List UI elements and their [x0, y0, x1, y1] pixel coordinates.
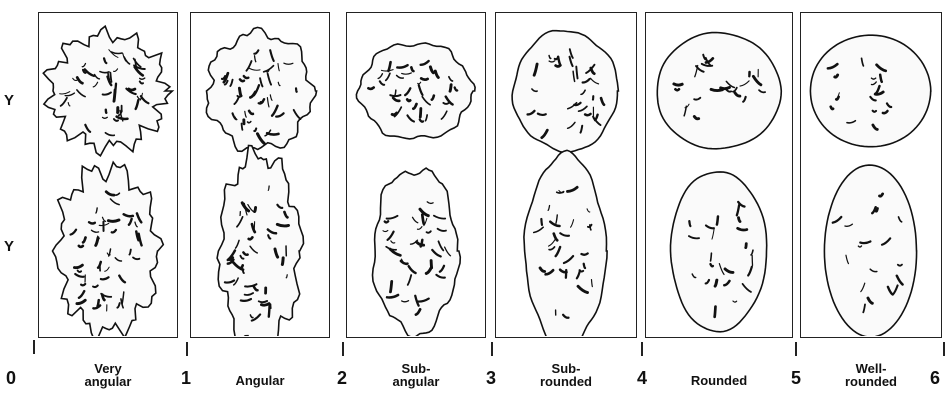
grain-texture-mark [368, 87, 373, 88]
grain-texture-mark [880, 75, 882, 82]
grain-texture-mark [898, 265, 902, 266]
class-label-0: Very angular [58, 362, 158, 388]
grain-texture-mark [689, 221, 690, 226]
grain-texture-mark [585, 114, 590, 115]
grain-texture-mark [282, 258, 283, 265]
grain-texture-mark [739, 218, 740, 222]
grain-texture-mark [81, 284, 85, 285]
grain-texture-mark [392, 113, 396, 115]
grain-drawings [191, 13, 328, 336]
grain-texture-mark [390, 281, 391, 291]
row-label-top: Y [4, 92, 14, 109]
grain-outline-bot [53, 162, 164, 336]
grain-texture-mark [277, 224, 288, 226]
grain-texture-mark [422, 215, 423, 224]
grain-texture-mark [450, 85, 451, 91]
scale-number-4: 4 [637, 368, 647, 389]
grain-texture-mark [296, 88, 297, 91]
grain-texture-mark [98, 300, 99, 306]
grain-texture-mark [242, 124, 243, 130]
grain-texture-mark [443, 103, 448, 104]
grain-texture-mark [541, 219, 542, 225]
grain-texture-mark [721, 87, 730, 88]
scale-number-5: 5 [791, 368, 801, 389]
grain-texture-mark [711, 89, 722, 90]
grain-drawings [801, 13, 940, 336]
grain-texture-mark [79, 246, 83, 247]
grain-texture-mark [240, 79, 244, 81]
grain-texture-mark [873, 111, 876, 112]
scale-tick-0 [33, 340, 35, 354]
grain-texture-mark [584, 264, 585, 268]
grain-texture-mark [268, 186, 269, 190]
grain-outline-bot [524, 150, 607, 336]
grain-texture-mark [249, 237, 253, 239]
scale-tick-4 [641, 342, 643, 356]
grain-texture-mark [106, 110, 107, 113]
grain-panel-5 [800, 12, 942, 338]
grain-texture-mark [556, 65, 561, 66]
grain-texture-mark [395, 90, 396, 95]
grain-outline-top [512, 31, 618, 153]
grain-outline-bot [217, 146, 303, 337]
grain-outline-top [43, 26, 172, 156]
scale-number-3: 3 [486, 368, 496, 389]
grain-texture-mark [421, 240, 423, 247]
grain-texture-mark [269, 305, 270, 317]
grain-texture-mark [115, 84, 116, 94]
grain-texture-mark [711, 253, 712, 261]
grain-texture-mark [538, 114, 546, 115]
scale-number-2: 2 [337, 368, 347, 389]
scale-number-6: 6 [930, 368, 940, 389]
grain-texture-mark [407, 100, 410, 101]
grain-texture-mark [261, 304, 269, 306]
grain-outline-top [206, 27, 316, 151]
grain-texture-mark [581, 253, 587, 254]
grain-drawings [347, 13, 484, 336]
class-label-2: Sub- angular [366, 362, 466, 388]
grain-panel-3 [495, 12, 637, 338]
grain-outline-top [810, 35, 930, 147]
scale-tick-1 [186, 342, 188, 356]
grain-texture-mark [420, 109, 421, 118]
grain-drawings [39, 13, 176, 336]
scale-number-1: 1 [181, 368, 191, 389]
grain-outline-bot [824, 165, 916, 336]
grain-texture-mark [110, 73, 111, 82]
grain-texture-mark [715, 280, 717, 286]
grain-texture-mark [239, 88, 240, 96]
grain-panel-1 [190, 12, 330, 338]
class-label-1: Angular [210, 374, 310, 387]
grain-texture-mark [255, 207, 256, 211]
grain-panel-0 [38, 12, 178, 338]
grain-drawings [496, 13, 635, 336]
class-label-4: Rounded [669, 374, 769, 387]
scale-tick-5 [795, 342, 797, 356]
grain-panel-2 [346, 12, 486, 338]
grain-texture-mark [576, 67, 577, 79]
grain-texture-mark [675, 89, 679, 90]
grain-texture-mark [674, 84, 682, 85]
grain-texture-mark [108, 220, 118, 221]
grain-texture-mark [876, 208, 877, 211]
row-label-bottom: Y [4, 238, 14, 255]
class-label-3: Sub- rounded [516, 362, 616, 388]
grain-texture-mark [738, 228, 747, 230]
grain-texture-mark [717, 217, 718, 225]
grain-drawings [646, 13, 791, 336]
scale-tick-6 [943, 342, 945, 356]
scale-tick-3 [491, 342, 493, 356]
class-label-5: Well- rounded [821, 362, 921, 388]
scale-tick-2 [342, 342, 344, 356]
grain-panel-4 [645, 12, 793, 338]
grain-texture-mark [746, 244, 747, 248]
grain-texture-mark [89, 222, 95, 223]
grain-texture-mark [421, 78, 427, 79]
scale-number-0: 0 [6, 368, 16, 389]
grain-texture-mark [385, 221, 388, 222]
grain-texture-mark [715, 307, 716, 317]
